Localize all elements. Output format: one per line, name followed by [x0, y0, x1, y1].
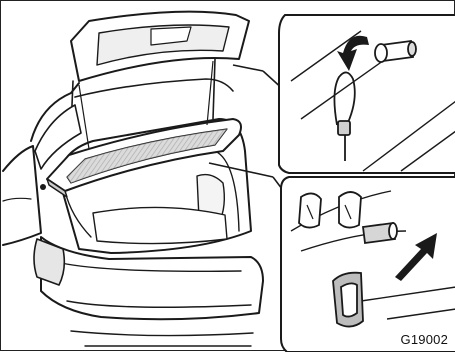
latch-detail — [281, 177, 455, 352]
figure-code: G19002 — [399, 332, 450, 347]
car-body — [3, 12, 263, 346]
